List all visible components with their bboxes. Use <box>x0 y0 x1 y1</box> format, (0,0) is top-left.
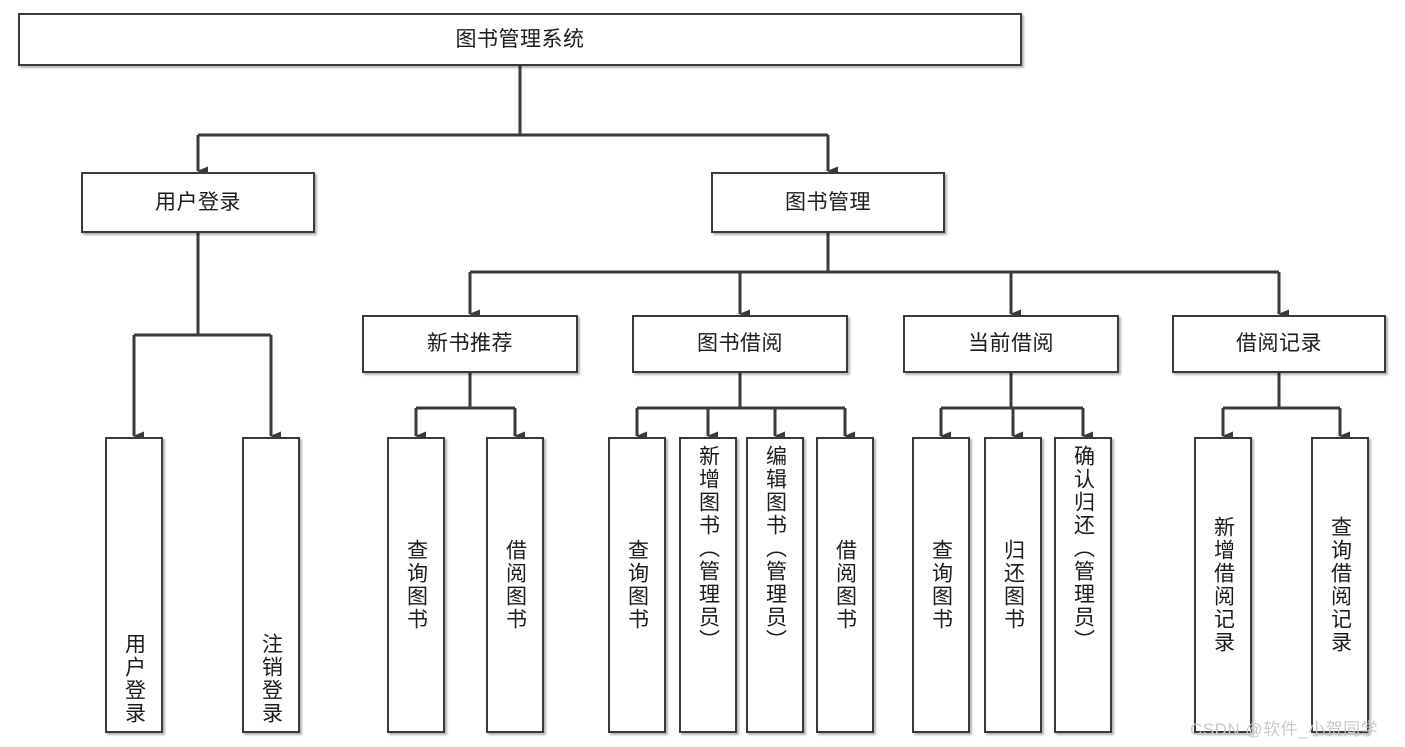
node-label: 查询借阅记录 <box>1328 516 1352 654</box>
node-leaf-record-add[interactable]: 新增借阅记录 <box>1194 437 1252 733</box>
node-label: 查询图书 <box>625 539 649 631</box>
node-label: 新书推荐 <box>427 332 513 356</box>
node-leaf-borrow-query-book[interactable]: 查询图书 <box>608 437 666 733</box>
node-label: 用户登录 <box>122 633 146 725</box>
node-book-borrow[interactable]: 图书借阅 <box>632 315 848 373</box>
node-new-book-recommend[interactable]: 新书推荐 <box>362 315 578 373</box>
node-leaf-current-confirm-return-admin[interactable]: 确认归还（管理员） <box>1054 437 1112 733</box>
node-label: 新增借阅记录 <box>1211 516 1235 654</box>
node-leaf-user-logout[interactable]: 注销登录 <box>242 437 300 733</box>
node-leaf-borrow-add-book-admin[interactable]: 新增图书（管理员） <box>679 437 737 733</box>
node-label: 查询图书 <box>929 539 953 631</box>
node-leaf-rec-borrow-book[interactable]: 借阅图书 <box>486 437 544 733</box>
node-leaf-borrow-borrow-book[interactable]: 借阅图书 <box>816 437 874 733</box>
node-label: 归还图书 <box>1001 539 1025 631</box>
node-current-borrow[interactable]: 当前借阅 <box>903 315 1119 373</box>
node-user-login[interactable]: 用户登录 <box>81 172 315 233</box>
node-leaf-rec-query-book[interactable]: 查询图书 <box>387 437 445 733</box>
node-label: 借阅图书 <box>503 539 527 631</box>
node-label: 图书管理 <box>785 190 871 214</box>
node-label: 查询图书 <box>404 539 428 631</box>
node-label: 新增图书（管理员） <box>696 445 720 652</box>
node-leaf-borrow-edit-book-admin[interactable]: 编辑图书（管理员） <box>746 437 804 733</box>
node-label: 借阅记录 <box>1236 332 1322 356</box>
node-borrow-record[interactable]: 借阅记录 <box>1172 315 1386 373</box>
node-label: 借阅图书 <box>833 539 857 631</box>
node-label: 注销登录 <box>259 633 283 725</box>
node-label: 确认归还（管理员） <box>1071 445 1095 652</box>
node-label: 图书管理系统 <box>455 27 585 51</box>
node-leaf-current-query-book[interactable]: 查询图书 <box>912 437 970 733</box>
node-label: 图书借阅 <box>697 332 783 356</box>
node-book-manage[interactable]: 图书管理 <box>711 172 945 233</box>
node-leaf-user-login[interactable]: 用户登录 <box>105 437 163 733</box>
node-leaf-record-query[interactable]: 查询借阅记录 <box>1311 437 1369 733</box>
node-label: 当前借阅 <box>968 332 1054 356</box>
node-leaf-current-return-book[interactable]: 归还图书 <box>984 437 1042 733</box>
node-label: 用户登录 <box>155 190 241 214</box>
node-label: 编辑图书（管理员） <box>763 445 787 652</box>
edge-lines <box>132 66 1350 441</box>
node-root-system[interactable]: 图书管理系统 <box>18 13 1022 66</box>
